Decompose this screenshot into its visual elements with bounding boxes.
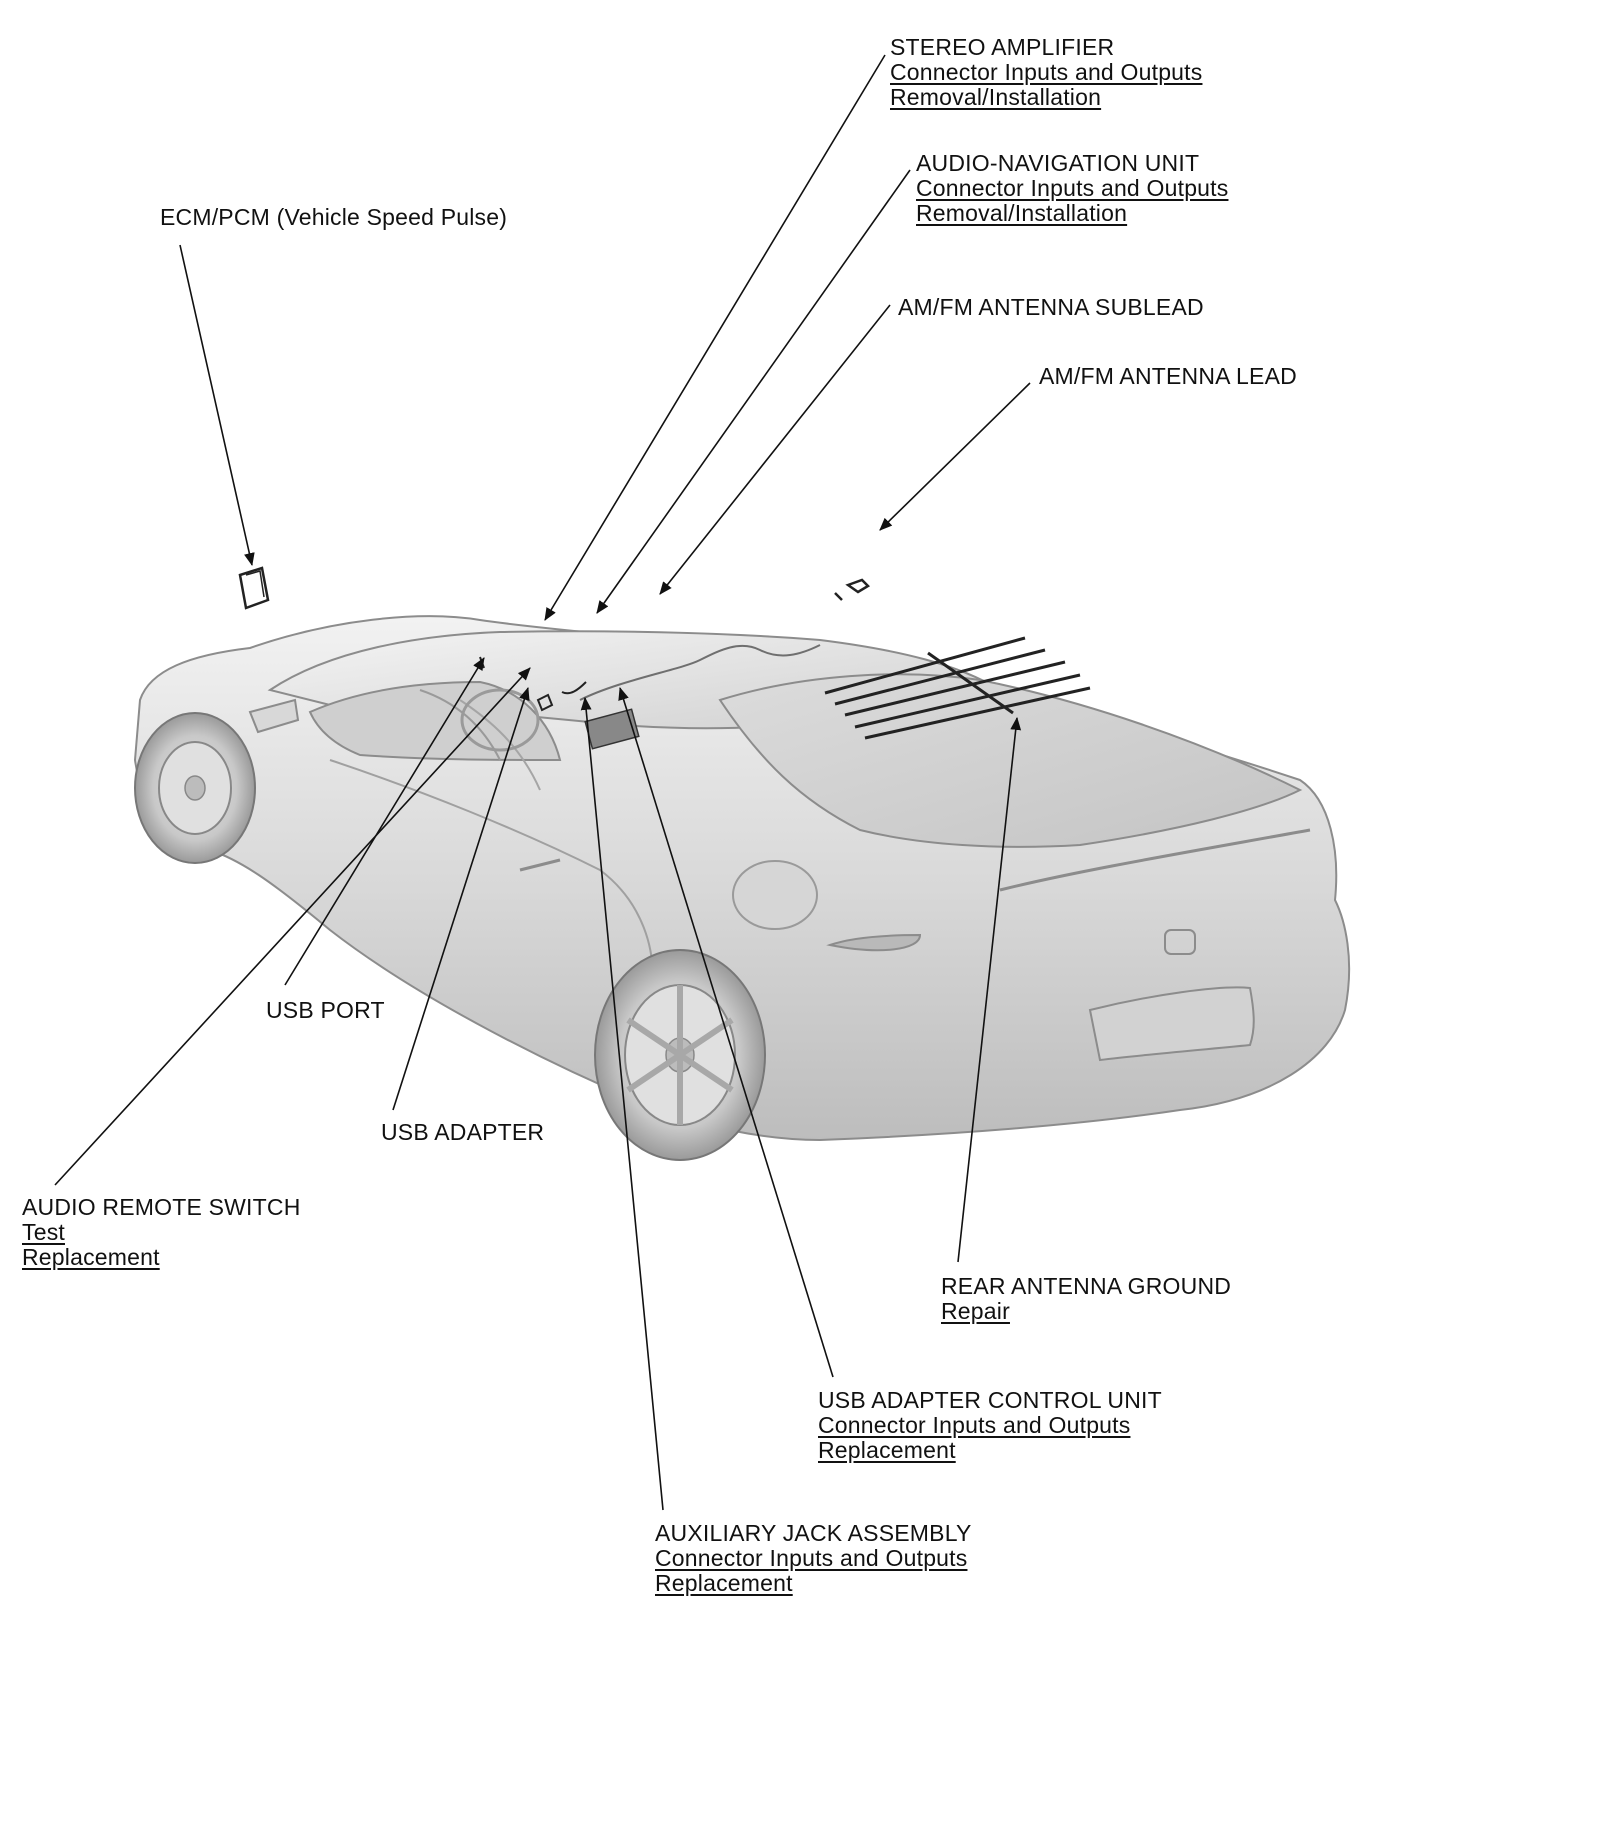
audio-navigation-unit-title: AUDIO-NAVIGATION UNIT xyxy=(916,150,1200,176)
callout-usb-port: USB PORT xyxy=(266,998,385,1023)
leader-rear-antenna-ground xyxy=(957,716,1022,1263)
side-mirror xyxy=(248,698,300,734)
leader-ecm-pcm xyxy=(179,244,255,567)
callout-auxiliary-jack-assembly: AUXILIARY JACK ASSEMBLY Connector Inputs… xyxy=(655,1521,972,1596)
front-wheel xyxy=(134,712,256,864)
usb-adapter-control-unit-replacement-link[interactable]: Replacement xyxy=(818,1437,956,1463)
license-plate-area xyxy=(1088,986,1255,1062)
dash-components xyxy=(479,656,640,750)
usb-adapter-control-unit-connector-link[interactable]: Connector Inputs and Outputs xyxy=(818,1412,1131,1438)
rear-wheel xyxy=(594,949,766,1161)
callout-stereo-amplifier: STEREO AMPLIFIER Connector Inputs and Ou… xyxy=(890,35,1202,110)
antenna-lead-connector xyxy=(834,578,871,601)
stereo-amplifier-title: STEREO AMPLIFIER xyxy=(890,34,1115,60)
auxiliary-jack-assembly-title: AUXILIARY JACK ASSEMBLY xyxy=(655,1520,972,1546)
callout-audio-navigation-unit: AUDIO-NAVIGATION UNIT Connector Inputs a… xyxy=(916,151,1228,226)
usb-port-title: USB PORT xyxy=(266,997,385,1023)
leader-stereo-amplifier xyxy=(544,54,886,621)
car-illustration xyxy=(133,615,1351,1161)
auxiliary-jack-assembly-connector-link[interactable]: Connector Inputs and Outputs xyxy=(655,1545,968,1571)
leader-lines xyxy=(54,54,1031,1511)
audio-remote-switch-title: AUDIO REMOTE SWITCH xyxy=(22,1194,301,1220)
auxiliary-jack-assembly-replacement-link[interactable]: Replacement xyxy=(655,1570,793,1596)
rear-antenna-ground-repair-link[interactable]: Repair xyxy=(941,1298,1010,1324)
leader-usb-port xyxy=(284,657,485,986)
tail-light xyxy=(826,933,922,952)
callout-usb-adapter: USB ADAPTER xyxy=(381,1120,544,1145)
rear-antenna-ground-title: REAR ANTENNA GROUND xyxy=(941,1273,1232,1299)
antenna-lead-route xyxy=(579,644,821,701)
callout-audio-remote-switch: AUDIO REMOTE SWITCH Test Replacement xyxy=(22,1195,301,1270)
usb-adapter-title: USB ADAPTER xyxy=(381,1119,545,1145)
usb-adapter-control-unit-title: USB ADAPTER CONTROL UNIT xyxy=(818,1387,1162,1413)
stereo-amplifier-removal-link[interactable]: Removal/Installation xyxy=(890,84,1102,110)
callout-am-fm-antenna-sublead: AM/FM ANTENNA SUBLEAD xyxy=(898,295,1204,320)
stereo-amplifier-connector-link[interactable]: Connector Inputs and Outputs xyxy=(890,59,1203,85)
audio-navigation-unit-connector-link[interactable]: Connector Inputs and Outputs xyxy=(916,175,1229,201)
audio-remote-switch-replacement-link[interactable]: Replacement xyxy=(22,1244,160,1270)
ecm-pcm-module xyxy=(238,566,270,610)
leader-usb-adapter xyxy=(392,686,530,1111)
leader-audio-remote-switch xyxy=(54,667,531,1186)
ecm-pcm-title: ECM/PCM (Vehicle Speed Pulse) xyxy=(160,204,508,230)
side-window xyxy=(308,680,562,762)
rear-defogger-grid xyxy=(824,636,1091,740)
leader-usb-adapter-control-unit xyxy=(618,686,834,1378)
leader-auxiliary-jack-assembly xyxy=(580,696,664,1511)
am-fm-antenna-sublead-title: AM/FM ANTENNA SUBLEAD xyxy=(898,294,1204,320)
audio-remote-switch-test-link[interactable]: Test xyxy=(22,1219,65,1245)
leader-audio-navigation-unit xyxy=(596,169,911,614)
leader-am-fm-antenna-lead xyxy=(879,382,1031,531)
audio-navigation-unit-removal-link[interactable]: Removal/Installation xyxy=(916,200,1128,226)
callout-am-fm-antenna-lead: AM/FM ANTENNA LEAD xyxy=(1039,364,1297,389)
callout-usb-adapter-control-unit: USB ADAPTER CONTROL UNIT Connector Input… xyxy=(818,1388,1162,1463)
leader-am-fm-antenna-sublead xyxy=(659,304,891,595)
am-fm-antenna-lead-title: AM/FM ANTENNA LEAD xyxy=(1039,363,1297,389)
callout-ecm-pcm: ECM/PCM (Vehicle Speed Pulse) xyxy=(160,205,507,230)
rear-hatch-glass xyxy=(718,673,1303,848)
callout-rear-antenna-ground: REAR ANTENNA GROUND Repair xyxy=(941,1274,1231,1324)
